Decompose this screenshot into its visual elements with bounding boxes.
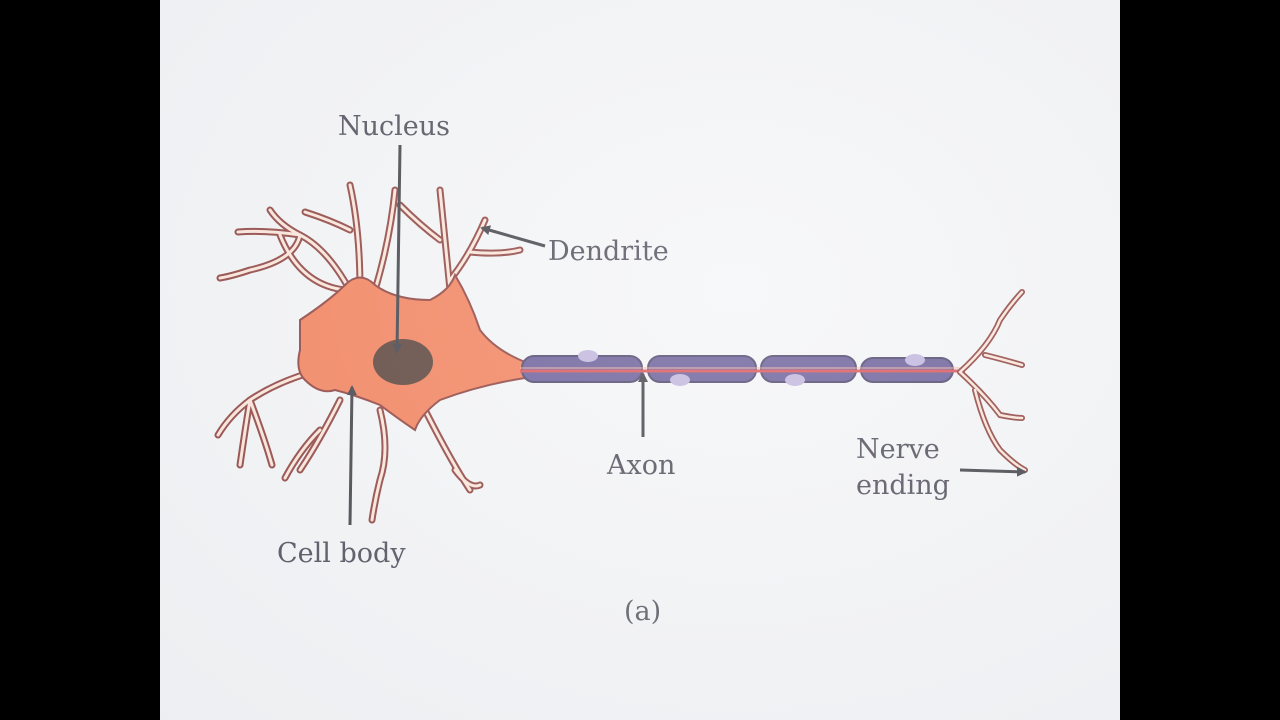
nucleus-pointer [392, 144, 403, 354]
page-paper: Nucleus Dendrite Axon Nerve ending Cell … [160, 0, 1120, 720]
dendrite-pointer [480, 225, 546, 248]
dendrites [214, 181, 524, 524]
label-nucleus: Nucleus [338, 111, 450, 142]
figure-caption: (a) [624, 596, 661, 627]
label-dendrite: Dendrite [548, 236, 669, 267]
nerve-ending [957, 289, 1028, 473]
nerve-ending-pointer [959, 466, 1027, 477]
label-cell-body: Cell body [277, 538, 406, 569]
cell-body-pointer [346, 385, 357, 526]
left-letterbox [0, 0, 160, 720]
nucleus [373, 339, 433, 385]
right-letterbox [1120, 0, 1280, 720]
label-ending: ending [856, 470, 950, 501]
label-axon: Axon [606, 450, 675, 481]
pointer-lines [346, 144, 1027, 526]
label-nerve: Nerve [856, 434, 940, 465]
axon [520, 350, 965, 386]
neuron-diagram: Nucleus Dendrite Axon Nerve ending Cell … [214, 111, 1028, 627]
